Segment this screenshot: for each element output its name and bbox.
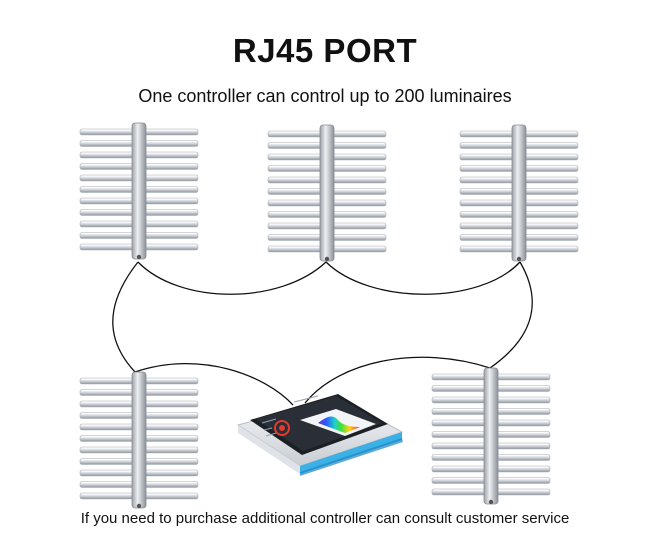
luminaire-top-right-icon bbox=[459, 124, 579, 262]
cable-top-right-to-bottom-right bbox=[489, 261, 533, 369]
cable-bottom-left-to-controller bbox=[134, 363, 294, 406]
luminaire-bottom-right-icon bbox=[431, 367, 551, 505]
rj45-port-dot bbox=[488, 499, 494, 505]
luminaire-bottom-left-icon bbox=[79, 371, 199, 509]
rj45-port-dot bbox=[136, 254, 142, 260]
driver-spine bbox=[319, 124, 335, 262]
page-subtitle: One controller can control up to 200 lum… bbox=[138, 86, 512, 106]
rj45-port-dot bbox=[324, 256, 330, 262]
rj45-port-dot bbox=[516, 256, 522, 262]
cable-top-left-to-top-center bbox=[137, 261, 327, 295]
cable-top-center-to-top-right bbox=[325, 261, 521, 295]
luminaire-top-left-icon bbox=[79, 122, 199, 260]
footer-note: If you need to purchase additional contr… bbox=[80, 510, 570, 527]
page-title: RJ45 PORT bbox=[232, 32, 418, 69]
driver-spine bbox=[131, 122, 147, 260]
cable-bottom-right-to-controller bbox=[304, 356, 491, 404]
cable-top-left-to-bottom-left bbox=[112, 261, 139, 373]
luminaire-top-center-icon bbox=[267, 124, 387, 262]
driver-spine bbox=[511, 124, 527, 262]
driver-spine bbox=[131, 371, 147, 509]
controller-icon bbox=[236, 394, 404, 476]
driver-spine bbox=[483, 367, 499, 505]
cable-network bbox=[112, 261, 533, 406]
rj45-port-dot bbox=[136, 503, 142, 509]
